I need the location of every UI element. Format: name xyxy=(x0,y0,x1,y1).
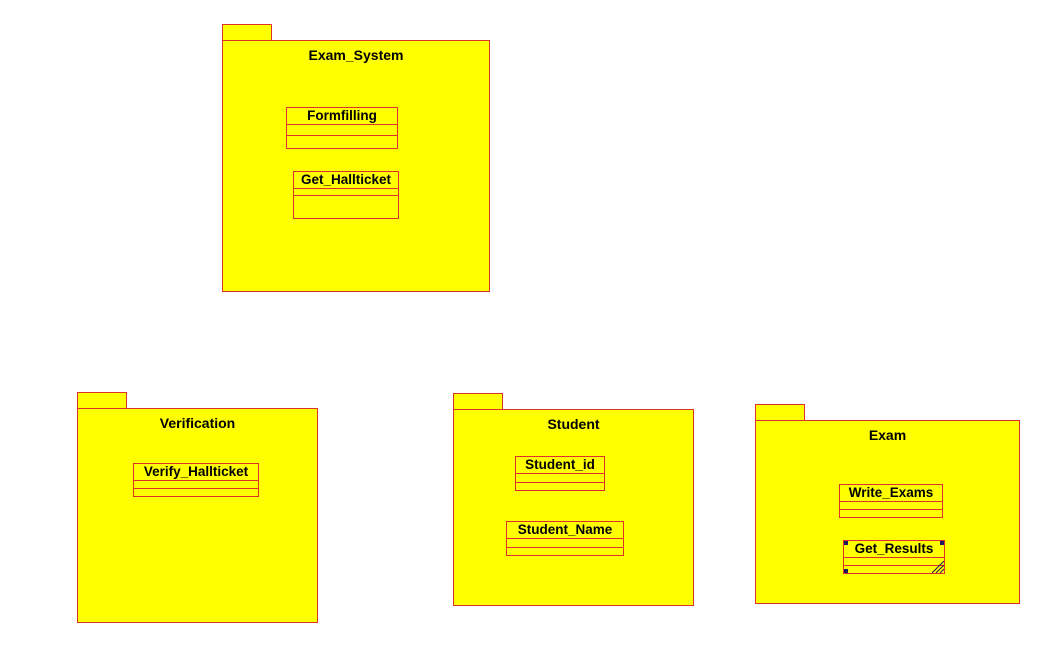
operations-compartment xyxy=(507,547,623,555)
package-tab xyxy=(222,24,272,41)
class-formfilling[interactable]: Formfilling xyxy=(286,107,398,149)
attributes-compartment xyxy=(134,480,258,488)
class-get-results[interactable]: Get_Results xyxy=(843,540,945,574)
package-body: Exam_System xyxy=(222,40,490,292)
selection-handle-top-left[interactable] xyxy=(844,541,848,545)
class-name: Get_Hallticket xyxy=(300,172,392,187)
operations-compartment xyxy=(294,195,398,218)
class-name: Write_Exams xyxy=(848,485,934,500)
class-student-name[interactable]: Student_Name xyxy=(506,521,624,556)
selection-handle-bottom-left[interactable] xyxy=(844,569,848,573)
selection-handle-top-right[interactable] xyxy=(940,541,944,545)
package-student[interactable]: Student Student_id Student_Name xyxy=(453,393,694,606)
resize-grip-icon[interactable] xyxy=(932,561,944,573)
operations-compartment xyxy=(840,509,942,517)
operations-compartment xyxy=(844,565,944,573)
attributes-compartment xyxy=(840,501,942,509)
class-write-exams[interactable]: Write_Exams xyxy=(839,484,943,518)
operations-compartment xyxy=(287,135,397,148)
attributes-compartment xyxy=(844,557,944,565)
package-exam-system[interactable]: Exam_System Formfilling Get_Hallticket xyxy=(222,24,490,292)
class-name: Verify_Hallticket xyxy=(143,464,249,479)
operations-compartment xyxy=(134,488,258,496)
class-verify-hallticket[interactable]: Verify_Hallticket xyxy=(133,463,259,497)
package-body: Verification xyxy=(77,408,318,623)
class-name: Formfilling xyxy=(307,108,377,123)
attributes-compartment xyxy=(287,124,397,135)
package-tab xyxy=(77,392,127,409)
attributes-compartment xyxy=(516,473,604,482)
class-name: Student_Name xyxy=(517,522,613,537)
attributes-compartment xyxy=(294,188,398,195)
operations-compartment xyxy=(516,482,604,490)
package-verification[interactable]: Verification Verify_Hallticket xyxy=(77,392,318,623)
package-tab xyxy=(453,393,503,410)
package-name: Exam_System xyxy=(308,47,404,63)
class-get-hallticket[interactable]: Get_Hallticket xyxy=(293,171,399,219)
package-name: Student xyxy=(547,416,600,432)
package-name: Exam xyxy=(868,427,907,443)
package-name: Verification xyxy=(159,415,236,431)
package-body: Student xyxy=(453,409,694,606)
attributes-compartment xyxy=(507,538,623,547)
package-exam[interactable]: Exam Write_Exams Get_Results xyxy=(755,404,1020,604)
package-tab xyxy=(755,404,805,421)
class-student-id[interactable]: Student_id xyxy=(515,456,605,491)
class-name: Get_Results xyxy=(854,541,934,556)
class-name: Student_id xyxy=(525,457,595,472)
